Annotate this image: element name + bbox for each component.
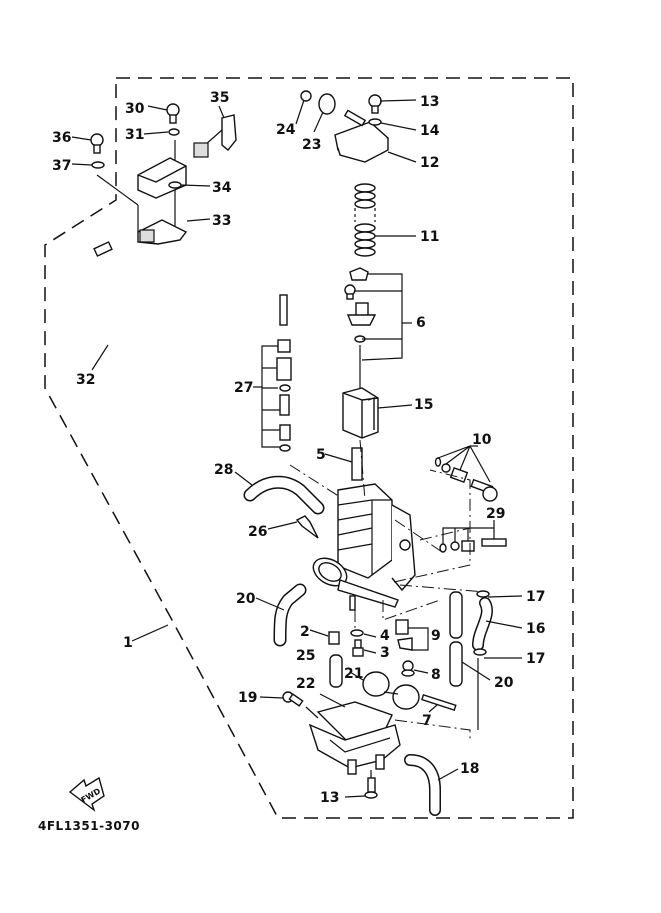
callout-2: 2 bbox=[300, 624, 310, 640]
callout-9: 9 bbox=[431, 628, 441, 644]
callout-5: 5 bbox=[316, 447, 326, 463]
washer-34-icon bbox=[168, 181, 182, 189]
drawing-code: 4FL1351-3070 bbox=[38, 819, 140, 833]
callout-30: 30 bbox=[125, 101, 145, 117]
callout-11: 11 bbox=[420, 229, 439, 245]
callout-25: 25 bbox=[296, 648, 315, 664]
throttle-stop-screw-set-29-icon bbox=[439, 538, 507, 553]
hose-20-upper-icon bbox=[449, 591, 463, 639]
screw-13-bottom-icon bbox=[364, 777, 378, 799]
screw-30-icon bbox=[166, 103, 180, 124]
callout-6: 6 bbox=[416, 315, 426, 331]
screw-13-top-icon bbox=[368, 94, 382, 114]
main-jet-2-icon bbox=[328, 631, 340, 645]
float-chamber-icon bbox=[308, 701, 401, 775]
callout-8: 8 bbox=[431, 667, 441, 683]
fwd-arrow-icon: FWD bbox=[68, 776, 105, 812]
callout-1: 1 bbox=[123, 635, 133, 651]
callout-labels: 1 2 3 4 5 6 7 8 9 10 11 12 13 14 15 16 1… bbox=[52, 90, 545, 806]
drain-hose-18-icon bbox=[404, 754, 441, 816]
carburetor-body-icon bbox=[312, 483, 416, 611]
float-pin-7-icon bbox=[421, 693, 457, 711]
callout-4: 4 bbox=[380, 628, 390, 644]
callout-14: 14 bbox=[420, 123, 440, 139]
callout-27: 27 bbox=[234, 380, 253, 396]
callout-18: 18 bbox=[460, 761, 479, 777]
lead-35-icon bbox=[193, 114, 237, 158]
throttle-valve-15-icon bbox=[342, 387, 379, 439]
sensor-bracket-icon bbox=[137, 157, 187, 199]
vent-hose-20-left-icon bbox=[273, 583, 307, 647]
clamp-17-lower-icon bbox=[473, 648, 487, 656]
screw-36-icon bbox=[90, 133, 104, 154]
callout-15: 15 bbox=[414, 397, 433, 413]
cap-23-icon bbox=[318, 93, 336, 115]
spring-11-icon bbox=[354, 183, 376, 257]
pilot-screw-set-10-icon bbox=[434, 457, 498, 502]
callout-3: 3 bbox=[380, 645, 390, 661]
callout-29: 29 bbox=[486, 506, 505, 522]
pilot-jet-screw-3-icon bbox=[352, 639, 364, 657]
starter-plunger-set-27-icon bbox=[276, 339, 292, 452]
callout-10: 10 bbox=[472, 432, 492, 448]
screw-8-icon bbox=[401, 660, 415, 677]
hose-16-icon bbox=[472, 597, 493, 651]
assembly-boundary bbox=[44, 77, 574, 819]
jet-needle-set-6-icon bbox=[344, 267, 377, 398]
callout-7: 7 bbox=[422, 713, 432, 729]
callout-26: 26 bbox=[248, 524, 267, 540]
leader-lines bbox=[71, 99, 523, 798]
throttle-sensor-33-icon bbox=[137, 219, 188, 245]
callout-13-bottom: 13 bbox=[320, 790, 339, 806]
drain-screw-19-icon bbox=[282, 691, 304, 707]
callout-21: 21 bbox=[344, 666, 363, 682]
pilot-jet-25-icon bbox=[329, 654, 343, 688]
washer-37-icon bbox=[91, 161, 105, 169]
needle-jet-5-icon bbox=[351, 447, 363, 481]
washer-14-icon bbox=[368, 118, 382, 126]
callout-28: 28 bbox=[214, 462, 233, 478]
cover-12-icon bbox=[334, 109, 390, 163]
washer-4-icon bbox=[350, 629, 364, 637]
callout-13-top: 13 bbox=[420, 94, 439, 110]
callout-36: 36 bbox=[52, 130, 71, 146]
needle-valve-set-9-icon bbox=[395, 619, 413, 651]
callout-23: 23 bbox=[302, 137, 321, 153]
callout-17-upper: 17 bbox=[526, 589, 545, 605]
callout-35: 35 bbox=[210, 90, 229, 106]
callout-22: 22 bbox=[296, 676, 315, 692]
cable-32-icon bbox=[61, 241, 288, 349]
nut-24-icon bbox=[300, 90, 312, 102]
washer-31-icon bbox=[168, 128, 180, 136]
callout-24: 24 bbox=[276, 122, 296, 138]
hose-20-lower-icon bbox=[449, 641, 463, 687]
callout-33: 33 bbox=[212, 213, 231, 229]
float-21-icon bbox=[362, 671, 420, 710]
callout-20-left: 20 bbox=[236, 591, 256, 607]
callout-31: 31 bbox=[125, 127, 144, 143]
callout-12: 12 bbox=[420, 155, 439, 171]
hose-28-icon bbox=[243, 475, 325, 515]
callout-20-right: 20 bbox=[494, 675, 514, 691]
callout-19: 19 bbox=[238, 690, 257, 706]
callout-32: 32 bbox=[76, 372, 95, 388]
clamp-17-upper-icon bbox=[476, 590, 490, 598]
callout-34: 34 bbox=[212, 180, 232, 196]
callout-16: 16 bbox=[526, 621, 545, 637]
callout-17-lower: 17 bbox=[526, 651, 545, 667]
callout-37: 37 bbox=[52, 158, 71, 174]
fitting-26-icon bbox=[295, 515, 319, 539]
